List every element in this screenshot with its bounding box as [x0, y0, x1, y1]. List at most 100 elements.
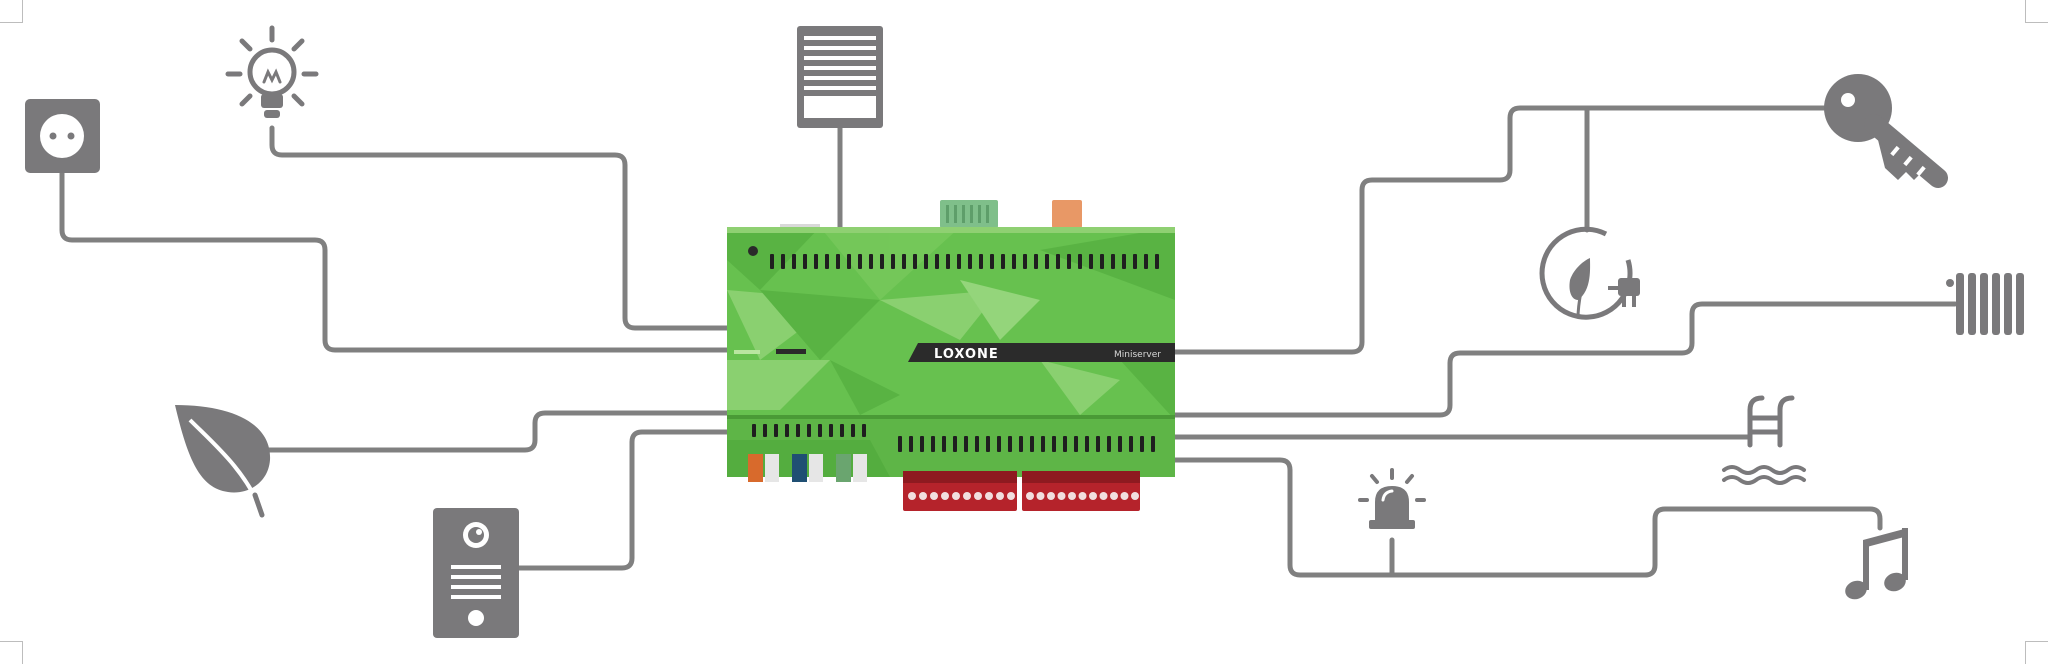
pool-ladder-icon — [1722, 395, 1806, 485]
terminal-screw — [919, 492, 927, 500]
light-bulb-icon — [225, 25, 319, 118]
vent-slot — [1045, 254, 1049, 269]
vent-slot — [1012, 254, 1016, 269]
vent-slot — [957, 254, 961, 269]
vent-slot — [763, 424, 767, 437]
line-leaf — [259, 410, 731, 453]
vent-slot — [953, 436, 957, 452]
vent-slot — [840, 424, 844, 437]
vent-slot — [1089, 254, 1093, 269]
energy-plug-icon — [1539, 226, 1640, 320]
terminal-screws — [908, 492, 1139, 500]
vent-slot — [979, 254, 983, 269]
vent-slot — [1052, 436, 1056, 452]
vent-slot — [1074, 436, 1078, 452]
terminal-screw — [1057, 492, 1066, 500]
line-radiator — [1172, 301, 1958, 418]
vent-slot — [913, 254, 917, 269]
top-connector-orange — [1052, 200, 1082, 228]
line-key — [1172, 105, 1838, 355]
vent-slot — [1041, 436, 1045, 452]
vent-slot — [770, 254, 774, 269]
terminal-block-right — [1022, 471, 1140, 511]
vent-slot — [1144, 254, 1148, 269]
port-green — [836, 454, 851, 482]
vent-slot — [931, 436, 935, 452]
vent-slot — [785, 424, 789, 437]
vent-slot — [829, 424, 833, 437]
vent-slot — [990, 254, 994, 269]
radiator-icon — [1946, 273, 2024, 335]
vent-slot — [1056, 254, 1060, 269]
vent-slot — [774, 424, 778, 437]
vent-slot — [946, 254, 950, 269]
miniserver-device: LOXONE Miniserver — [727, 200, 1175, 511]
terminal-screw — [963, 492, 971, 500]
vent-slot — [862, 424, 866, 437]
vent-slot — [807, 424, 811, 437]
vent-slot — [1078, 254, 1082, 269]
vent-slot — [1008, 436, 1012, 452]
terminal-screw — [941, 492, 949, 500]
brand-label-strip — [908, 343, 1175, 362]
music-note-icon — [1845, 528, 1908, 600]
terminal-screw — [1047, 492, 1055, 500]
terminal-screw — [1110, 492, 1118, 500]
vent-slot — [792, 254, 796, 269]
terminal-screw — [974, 492, 982, 500]
vent-slot — [968, 254, 972, 269]
line-intercom — [512, 429, 731, 571]
door-intercom-icon — [433, 508, 519, 638]
vent-slot — [1063, 436, 1067, 452]
vent-slot — [986, 436, 990, 452]
terminal-screw — [952, 492, 960, 500]
leaf-icon — [175, 405, 271, 518]
connection-lines — [59, 105, 1958, 578]
bottom-vent-slots — [752, 424, 1155, 452]
terminal-screw — [1078, 492, 1087, 500]
vent-slot — [1001, 254, 1005, 269]
vent-slot — [851, 424, 855, 437]
vent-slot — [935, 254, 939, 269]
vent-slot — [1030, 436, 1034, 452]
vent-slot — [880, 254, 884, 269]
vent-slot — [814, 254, 818, 269]
vent-slot — [836, 254, 840, 269]
vent-slot — [1096, 436, 1100, 452]
vent-slot — [1085, 436, 1089, 452]
vent-slot — [796, 424, 800, 437]
brand-label: LOXONE — [934, 347, 999, 362]
vent-slot — [847, 254, 851, 269]
vent-slot — [964, 436, 968, 452]
vent-slot — [1155, 254, 1159, 269]
line-alarm — [1172, 457, 1883, 578]
top-vent-slots — [770, 254, 1159, 269]
line-socket — [59, 167, 731, 353]
vent-slot — [781, 254, 785, 269]
terminal-screw — [1089, 492, 1097, 500]
vent-slot — [1140, 436, 1144, 452]
vent-slot — [1107, 436, 1111, 452]
terminal-screw — [1131, 492, 1139, 500]
terminal-screw — [1120, 492, 1129, 500]
vent-slot — [942, 436, 946, 452]
terminal-screw — [1007, 492, 1015, 500]
terminal-screw — [996, 492, 1004, 500]
terminal-screw — [1026, 492, 1034, 500]
alarm-siren-icon — [1358, 468, 1426, 529]
crop-mark-bottom-left — [0, 641, 23, 664]
terminal-screw — [1068, 492, 1076, 500]
crop-mark-top-left — [0, 0, 23, 23]
line-light-bulb — [269, 125, 731, 331]
vent-slot — [825, 254, 829, 269]
model-label: Miniserver — [1114, 350, 1161, 360]
vent-slot — [1151, 436, 1155, 452]
terminal-screw — [985, 492, 993, 500]
window-blind-icon — [797, 26, 883, 128]
vent-slot — [1067, 254, 1071, 269]
crop-mark-top-right — [2025, 0, 2048, 23]
vent-slot — [1133, 254, 1137, 269]
terminal-screw — [930, 492, 938, 500]
terminal-block-left — [903, 471, 1017, 511]
